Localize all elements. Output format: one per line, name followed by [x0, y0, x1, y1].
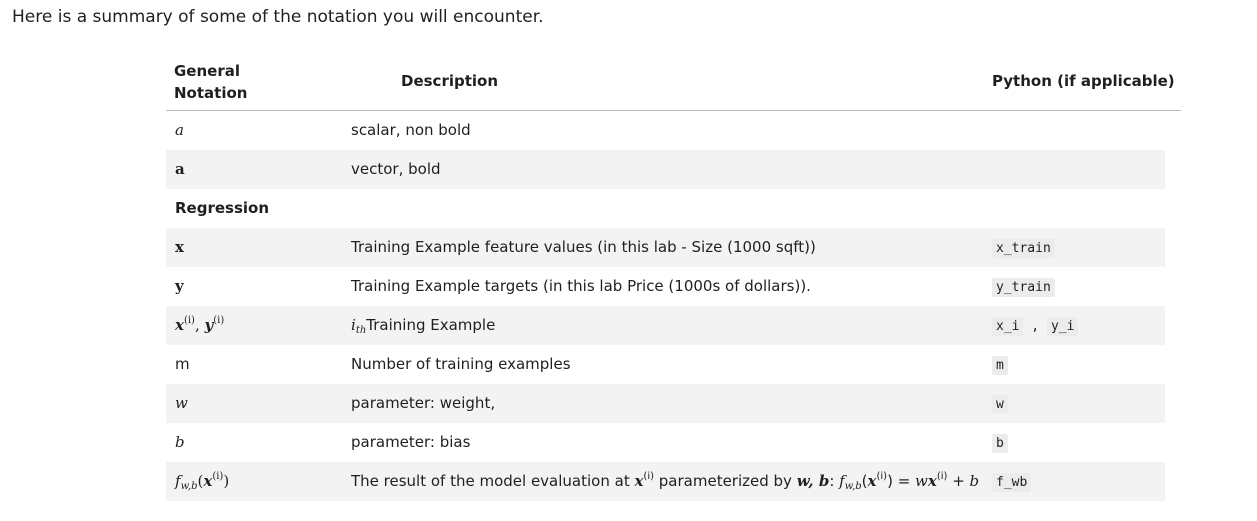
math-th: th — [355, 325, 367, 336]
math-x: x — [867, 472, 877, 490]
notation-fwb: fw,b(x(i)) — [175, 462, 229, 501]
math-close: ) — [223, 472, 230, 490]
notation-x: x — [175, 238, 184, 256]
python-code: y_train — [992, 278, 1055, 297]
math-x: x — [927, 472, 937, 490]
python-code: f_wb — [992, 473, 1032, 492]
table-row: b parameter: bias b — [166, 423, 1165, 462]
table-row: x(i), y(i) ithTraining Example x_i , y_i — [166, 306, 1165, 345]
table-row-section: Regression — [166, 189, 1165, 228]
notation-xi-yi: x(i), y(i) — [175, 306, 224, 345]
math-open: ( — [197, 472, 204, 490]
description-cell: parameter: bias — [351, 433, 471, 451]
math-sep: , — [194, 316, 205, 334]
table-row: fw,b(x(i)) The result of the model evalu… — [166, 462, 1165, 501]
math-b: b — [969, 472, 980, 490]
math-plus: + — [947, 472, 970, 490]
math-sup: (i) — [876, 471, 888, 482]
notation-table: General Notation Description Python (if … — [166, 56, 1181, 501]
notation-m: m — [175, 355, 190, 373]
header-description: Description — [401, 72, 499, 90]
table-row: y Training Example targets (in this lab … — [166, 267, 1165, 306]
description-text: Training Example — [366, 316, 496, 334]
table-body: a scalar, non bold a vector, bold Regres… — [166, 111, 1165, 501]
math-i: i — [351, 316, 356, 334]
table-header: General Notation Description Python (if … — [166, 56, 1181, 111]
description-cell: scalar, non bold — [351, 121, 471, 139]
python-cell: x_i , y_i — [992, 306, 1079, 345]
description-cell: Number of training examples — [351, 355, 571, 373]
python-cell: m — [992, 345, 1008, 384]
table-row: x Training Example feature values (in th… — [166, 228, 1165, 267]
math-sup: (i) — [643, 471, 655, 482]
math-sup: (i) — [212, 471, 224, 482]
notation-vector: a — [175, 160, 185, 178]
python-code: m — [992, 356, 1008, 375]
table-row: a scalar, non bold — [166, 111, 1165, 150]
math-sup: (i) — [936, 471, 948, 482]
math-sub: w,b — [180, 481, 198, 492]
description-cell: ithTraining Example — [351, 306, 495, 345]
header-python: Python (if applicable) — [992, 72, 1175, 90]
header-notation: General Notation — [174, 60, 247, 104]
math-x: x — [203, 472, 213, 490]
notation-scalar: a — [175, 121, 184, 139]
math-y: y — [204, 316, 214, 334]
math-f: f — [175, 472, 181, 490]
intro-text: Here is a summary of some of the notatio… — [12, 7, 544, 27]
table-row: m Number of training examples m — [166, 345, 1165, 384]
math-sup: (i) — [213, 315, 225, 326]
description-cell: parameter: weight, — [351, 394, 496, 412]
desc-mid: parameterized by — [654, 472, 797, 490]
desc-colon: : — [829, 472, 840, 490]
math-open: ( — [861, 472, 868, 490]
notation-w: w — [175, 394, 188, 412]
math-x: x — [175, 316, 184, 334]
math-sup: (i) — [183, 315, 195, 326]
description-cell: Training Example targets (in this lab Pr… — [351, 277, 811, 295]
description-cell: Training Example feature values (in this… — [351, 238, 816, 256]
math-wb: w, b — [796, 472, 830, 490]
header-notation-line1: General — [174, 62, 240, 80]
python-code: x_train — [992, 239, 1055, 258]
math-f: f — [839, 472, 845, 490]
section-label: Regression — [175, 199, 270, 217]
python-cell: y_train — [992, 267, 1055, 306]
python-cell: b — [992, 423, 1008, 462]
math-w: w — [915, 472, 928, 490]
python-sep: , — [1023, 319, 1047, 334]
header-notation-line2: Notation — [174, 84, 248, 102]
python-cell: w — [992, 384, 1008, 423]
description-cell: vector, bold — [351, 160, 441, 178]
python-cell: f_wb — [992, 462, 1032, 501]
notation-y: y — [175, 277, 184, 295]
math-close: ) — [887, 472, 893, 490]
table-row: a vector, bold — [166, 150, 1165, 189]
description-cell: The result of the model evaluation at x(… — [351, 462, 979, 501]
math-sub: w,b — [844, 481, 862, 492]
python-code: x_i — [992, 317, 1024, 336]
table-row: w parameter: weight, w — [166, 384, 1165, 423]
desc-pre: The result of the model evaluation at — [351, 472, 635, 490]
python-code: b — [992, 434, 1008, 453]
python-code: y_i — [1046, 317, 1079, 336]
notation-b: b — [175, 433, 185, 451]
math-x: x — [634, 472, 644, 490]
python-cell: x_train — [992, 228, 1055, 267]
math-eq: = — [892, 472, 916, 490]
python-code: w — [992, 395, 1008, 414]
